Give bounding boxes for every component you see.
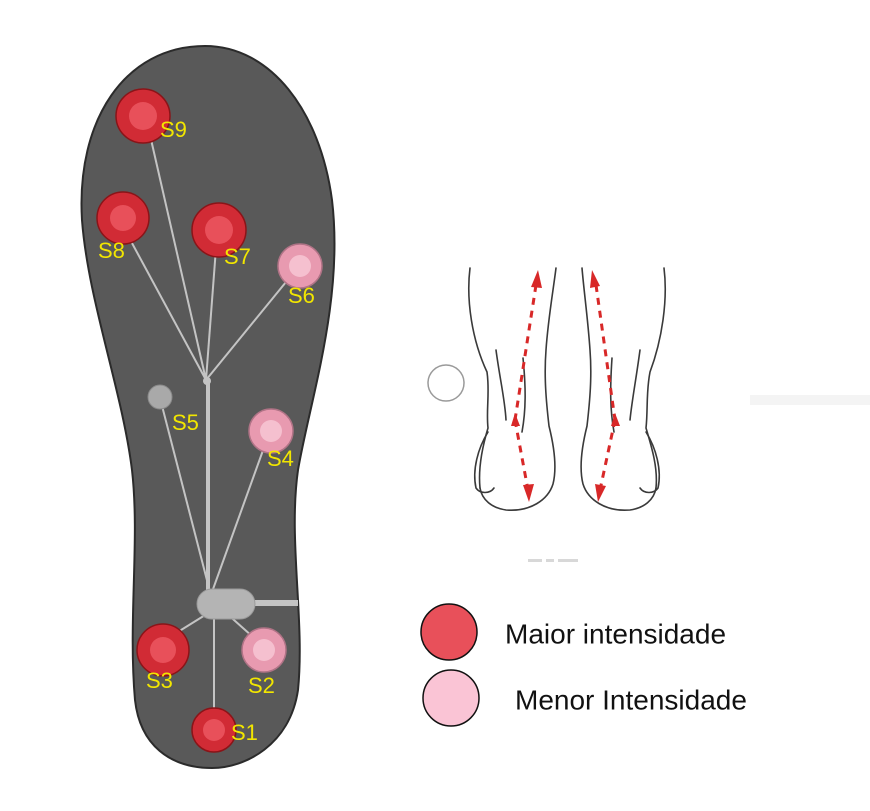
sensor-s3-label: S3 — [146, 668, 173, 693]
sensor-wiring — [125, 134, 298, 710]
sensor-s1: S1 — [191, 707, 258, 753]
sensor-s9: S9 — [115, 88, 187, 144]
sensor-s2-core — [253, 639, 275, 661]
sensor-s8: S8 — [96, 191, 150, 263]
sensor-s7-core — [205, 216, 233, 244]
faint-caption-marks — [528, 559, 578, 562]
sensor-s4-core — [260, 420, 282, 442]
right-foot-outline — [580, 267, 667, 511]
arrow-heads — [511, 270, 620, 502]
circle-outline-icon — [427, 364, 465, 402]
sensor-s8-core — [110, 205, 136, 231]
legend-low-swatch — [422, 669, 480, 727]
sensor-s8-label: S8 — [98, 238, 125, 263]
sensor-s3: S3 — [136, 623, 190, 693]
sensor-s4: S4 — [248, 408, 294, 471]
sensor-connector-hub — [196, 588, 256, 620]
sensor-s1-label: S1 — [231, 720, 258, 745]
sensor-s6: S6 — [277, 243, 323, 308]
sensor-s1-core — [203, 719, 225, 741]
sensor-s6-core — [289, 255, 311, 277]
left-foot-outline — [468, 267, 557, 511]
sensor-s7: S7 — [191, 202, 251, 269]
sensor-s6-label: S6 — [288, 283, 315, 308]
sensors-layer: S1 S2 S3 S4 S5 S6 S7 S8 S9 — [96, 88, 323, 753]
legend-high-swatch — [420, 603, 478, 661]
legend: Maior intensidade Menor Intensidade — [420, 603, 747, 727]
sensor-s4-label: S4 — [267, 446, 294, 471]
sensor-s5: S5 — [147, 384, 199, 435]
legend-high-label: Maior intensidade — [505, 618, 726, 649]
sensor-s9-core — [129, 102, 157, 130]
sensor-s5-label: S5 — [172, 410, 199, 435]
sensor-s5-marker — [147, 384, 173, 410]
sensor-s9-label: S9 — [160, 117, 187, 142]
sensor-s7-label: S7 — [224, 244, 251, 269]
rear-feet-illustration — [395, 228, 870, 562]
sensor-s3-core — [150, 637, 176, 663]
sensor-s2: S2 — [241, 627, 287, 698]
pressure-direction-arrows — [513, 284, 617, 491]
legend-low-label: Menor Intensidade — [515, 684, 747, 715]
sensor-s2-label: S2 — [248, 673, 275, 698]
